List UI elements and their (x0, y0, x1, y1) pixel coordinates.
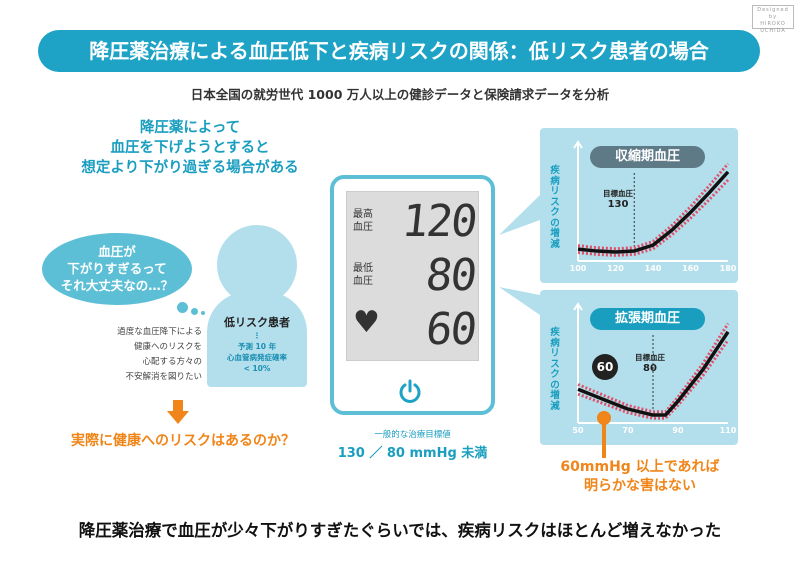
x-tick-label: 70 (622, 426, 634, 435)
power-icon[interactable] (397, 379, 423, 405)
person-head-icon (217, 225, 297, 305)
y-axis-arrow (573, 140, 583, 149)
x-tick-label: 90 (672, 426, 684, 435)
ci-lower (577, 339, 730, 420)
ci-lower (577, 178, 730, 257)
pulse-value: 60 (423, 304, 478, 355)
x-tick-label: 120 (607, 264, 624, 273)
callout-connectors (499, 195, 540, 315)
risk-curve (577, 330, 730, 417)
systolic-value: 120 (398, 196, 478, 247)
x-tick-label: 180 (719, 264, 737, 273)
ci-upper (577, 162, 730, 251)
bubble-dot (201, 311, 205, 315)
bubble-dot (177, 302, 188, 313)
bubble-dot (191, 308, 198, 315)
thought-bubble: 血圧が下がりすぎるってそれ大丈夫なの…？ (42, 233, 192, 305)
risk-curve (577, 170, 730, 254)
lead-text: 降圧薬によって血圧を下げようとすると想定より下がり過ぎる場合がある (81, 120, 299, 176)
heart-icon: ♥ (353, 305, 380, 340)
concern-text: 過度な血圧降下による健康へのリスクを心配する方々の不安解消を図りたい (117, 327, 202, 382)
x-tick-label: 110 (719, 426, 737, 435)
low-risk-patient-figure: 低リスク患者 ⋮ 予測 10 年 心血管病発症確率 < 10% (207, 292, 307, 387)
question-text: 実際に健康へのリスクはあるのか？ (71, 433, 295, 449)
x-tick-label: 160 (682, 264, 699, 273)
x-tick-label: 100 (569, 264, 587, 273)
y-axis-arrow (573, 302, 583, 311)
conclusion-note: 60mmHg 以上であれば明らかな害はない (560, 459, 720, 494)
diastolic-value: 80 (423, 250, 478, 301)
subtitle: 日本全国の就労世代 1000 万人以上の健診データと保険請求データを分析 (190, 87, 610, 102)
arrow-down-icon (167, 400, 189, 424)
page-title: 降圧薬治療による血圧低下と疾病リスクの関係：低リスク患者の場合 (38, 30, 760, 72)
pointer-pin (597, 411, 611, 458)
marker-60: 60 (592, 354, 618, 380)
x-tick-label: 140 (644, 264, 662, 273)
bottom-conclusion: 降圧薬治療で血圧が少々下がりすぎたぐらいでは、疾病リスクはほとんど増えなかった (78, 521, 722, 540)
x-tick-label: 50 (572, 426, 584, 435)
